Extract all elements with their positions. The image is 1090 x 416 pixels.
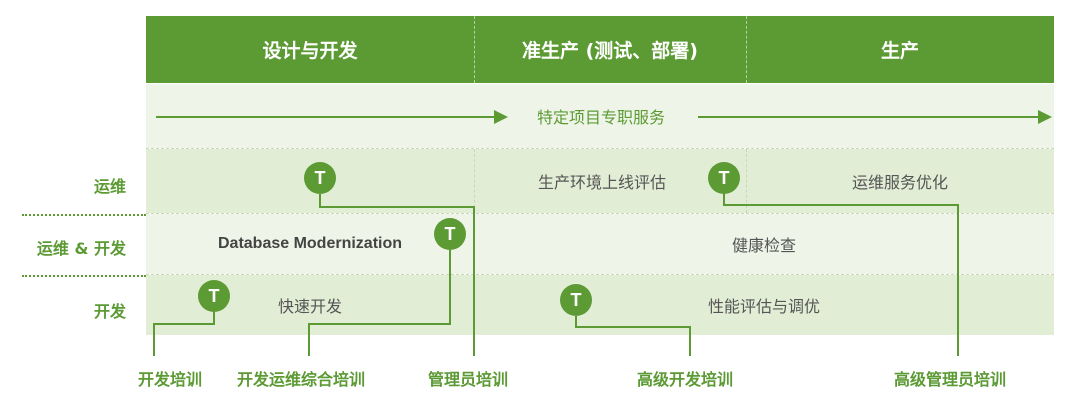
row-separator	[146, 213, 1054, 214]
row-label-divider	[22, 275, 146, 277]
phase-design-dev: 设计与开发	[262, 40, 358, 62]
training-badge: T	[560, 284, 592, 316]
header-divider	[474, 16, 475, 83]
devops-band	[146, 214, 1054, 274]
training-devops: 开发运维综合培训	[237, 370, 366, 389]
row-label-ops: 运维	[93, 177, 126, 196]
service-banner-label: 特定项目专职服务	[536, 108, 665, 127]
cell-health-check: 健康检查	[731, 236, 796, 255]
dev-band	[146, 275, 1054, 335]
phase-header	[146, 16, 1054, 83]
ops-band	[146, 149, 1054, 213]
row-label-devops: 运维 & 开发	[36, 239, 126, 258]
connector-dev-training	[153, 310, 215, 356]
cell-perf-tuning: 性能评估与调优	[707, 297, 820, 316]
cell-ops-optimization: 运维服务优化	[851, 173, 948, 192]
arrow-head	[494, 110, 508, 124]
training-badge: T	[198, 280, 230, 312]
training-admin: 管理员培训	[428, 370, 509, 389]
row-separator	[146, 148, 1054, 149]
phase-preprod: 准生产 (测试、部署)	[522, 40, 698, 62]
connector-adv-dev-training	[575, 316, 691, 356]
row-label-dev: 开发	[93, 302, 126, 321]
phase-prod: 生产	[880, 40, 919, 62]
training-badge: T	[434, 218, 466, 250]
training-dev: 开发培训	[138, 370, 203, 389]
cell-divider	[746, 149, 747, 213]
training-adv-dev: 高级开发培训	[637, 370, 734, 389]
arrow-head	[1038, 110, 1052, 124]
cell-rapid-dev: 快速开发	[277, 297, 342, 316]
training-adv-admin: 高级管理员培训	[894, 370, 1007, 389]
cell-divider	[474, 149, 475, 213]
connector-adv-admin-training	[723, 192, 959, 356]
connector-devops-training	[308, 250, 451, 356]
row-label-divider	[22, 214, 146, 216]
header-divider	[746, 16, 747, 83]
training-badge: T	[708, 162, 740, 194]
connector-admin-training	[319, 194, 475, 356]
cell-db-modernization: Database Modernization	[217, 235, 403, 252]
training-badge: T	[304, 162, 336, 194]
row-separator	[146, 274, 1054, 275]
cell-prod-readiness: 生产环境上线评估	[538, 173, 667, 192]
